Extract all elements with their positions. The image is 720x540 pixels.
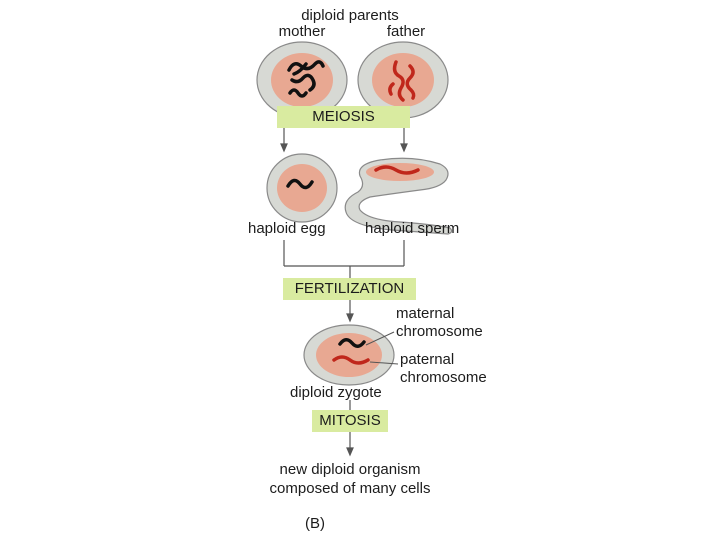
haploid-egg-label: haploid egg <box>248 220 326 237</box>
paternal-label-1: paternal <box>400 351 455 368</box>
paternal-chromosomes <box>388 60 416 102</box>
sperm-chromosome <box>374 165 420 175</box>
diploid-parents-title: diploid parents <box>301 7 399 24</box>
egg-cell <box>266 153 338 223</box>
zygote-paternal-chromosome <box>332 355 370 365</box>
organism-label-2: composed of many cells <box>269 480 431 497</box>
fertilization-bracket <box>283 240 405 323</box>
haploid-sperm-label: haploid sperm <box>365 220 460 237</box>
father-label: father <box>386 23 426 40</box>
maternal-chromosomes <box>287 60 325 98</box>
meiosis-band: MEIOSIS <box>277 106 410 128</box>
fertilization-band: FERTILIZATION <box>283 278 416 300</box>
sperm-cell <box>344 157 453 235</box>
paternal-label-2: chromosome <box>400 369 487 386</box>
organism-label-1: new diploid organism <box>279 461 421 478</box>
diploid-zygote-label: diploid zygote <box>290 384 382 401</box>
mother-label: mother <box>278 23 326 40</box>
mother-cell <box>256 41 348 119</box>
mitosis-arrows <box>346 400 354 457</box>
mitosis-band: MITOSIS <box>312 410 388 432</box>
maternal-label-2: chromosome <box>396 323 483 340</box>
egg-chromosome <box>286 178 314 190</box>
zygote-cell <box>303 324 395 386</box>
maternal-label-1: maternal <box>396 305 455 322</box>
panel-label: (B) <box>305 515 325 532</box>
label-pointers <box>365 331 399 365</box>
zygote-maternal-chromosome <box>338 338 366 348</box>
father-cell <box>357 41 449 119</box>
